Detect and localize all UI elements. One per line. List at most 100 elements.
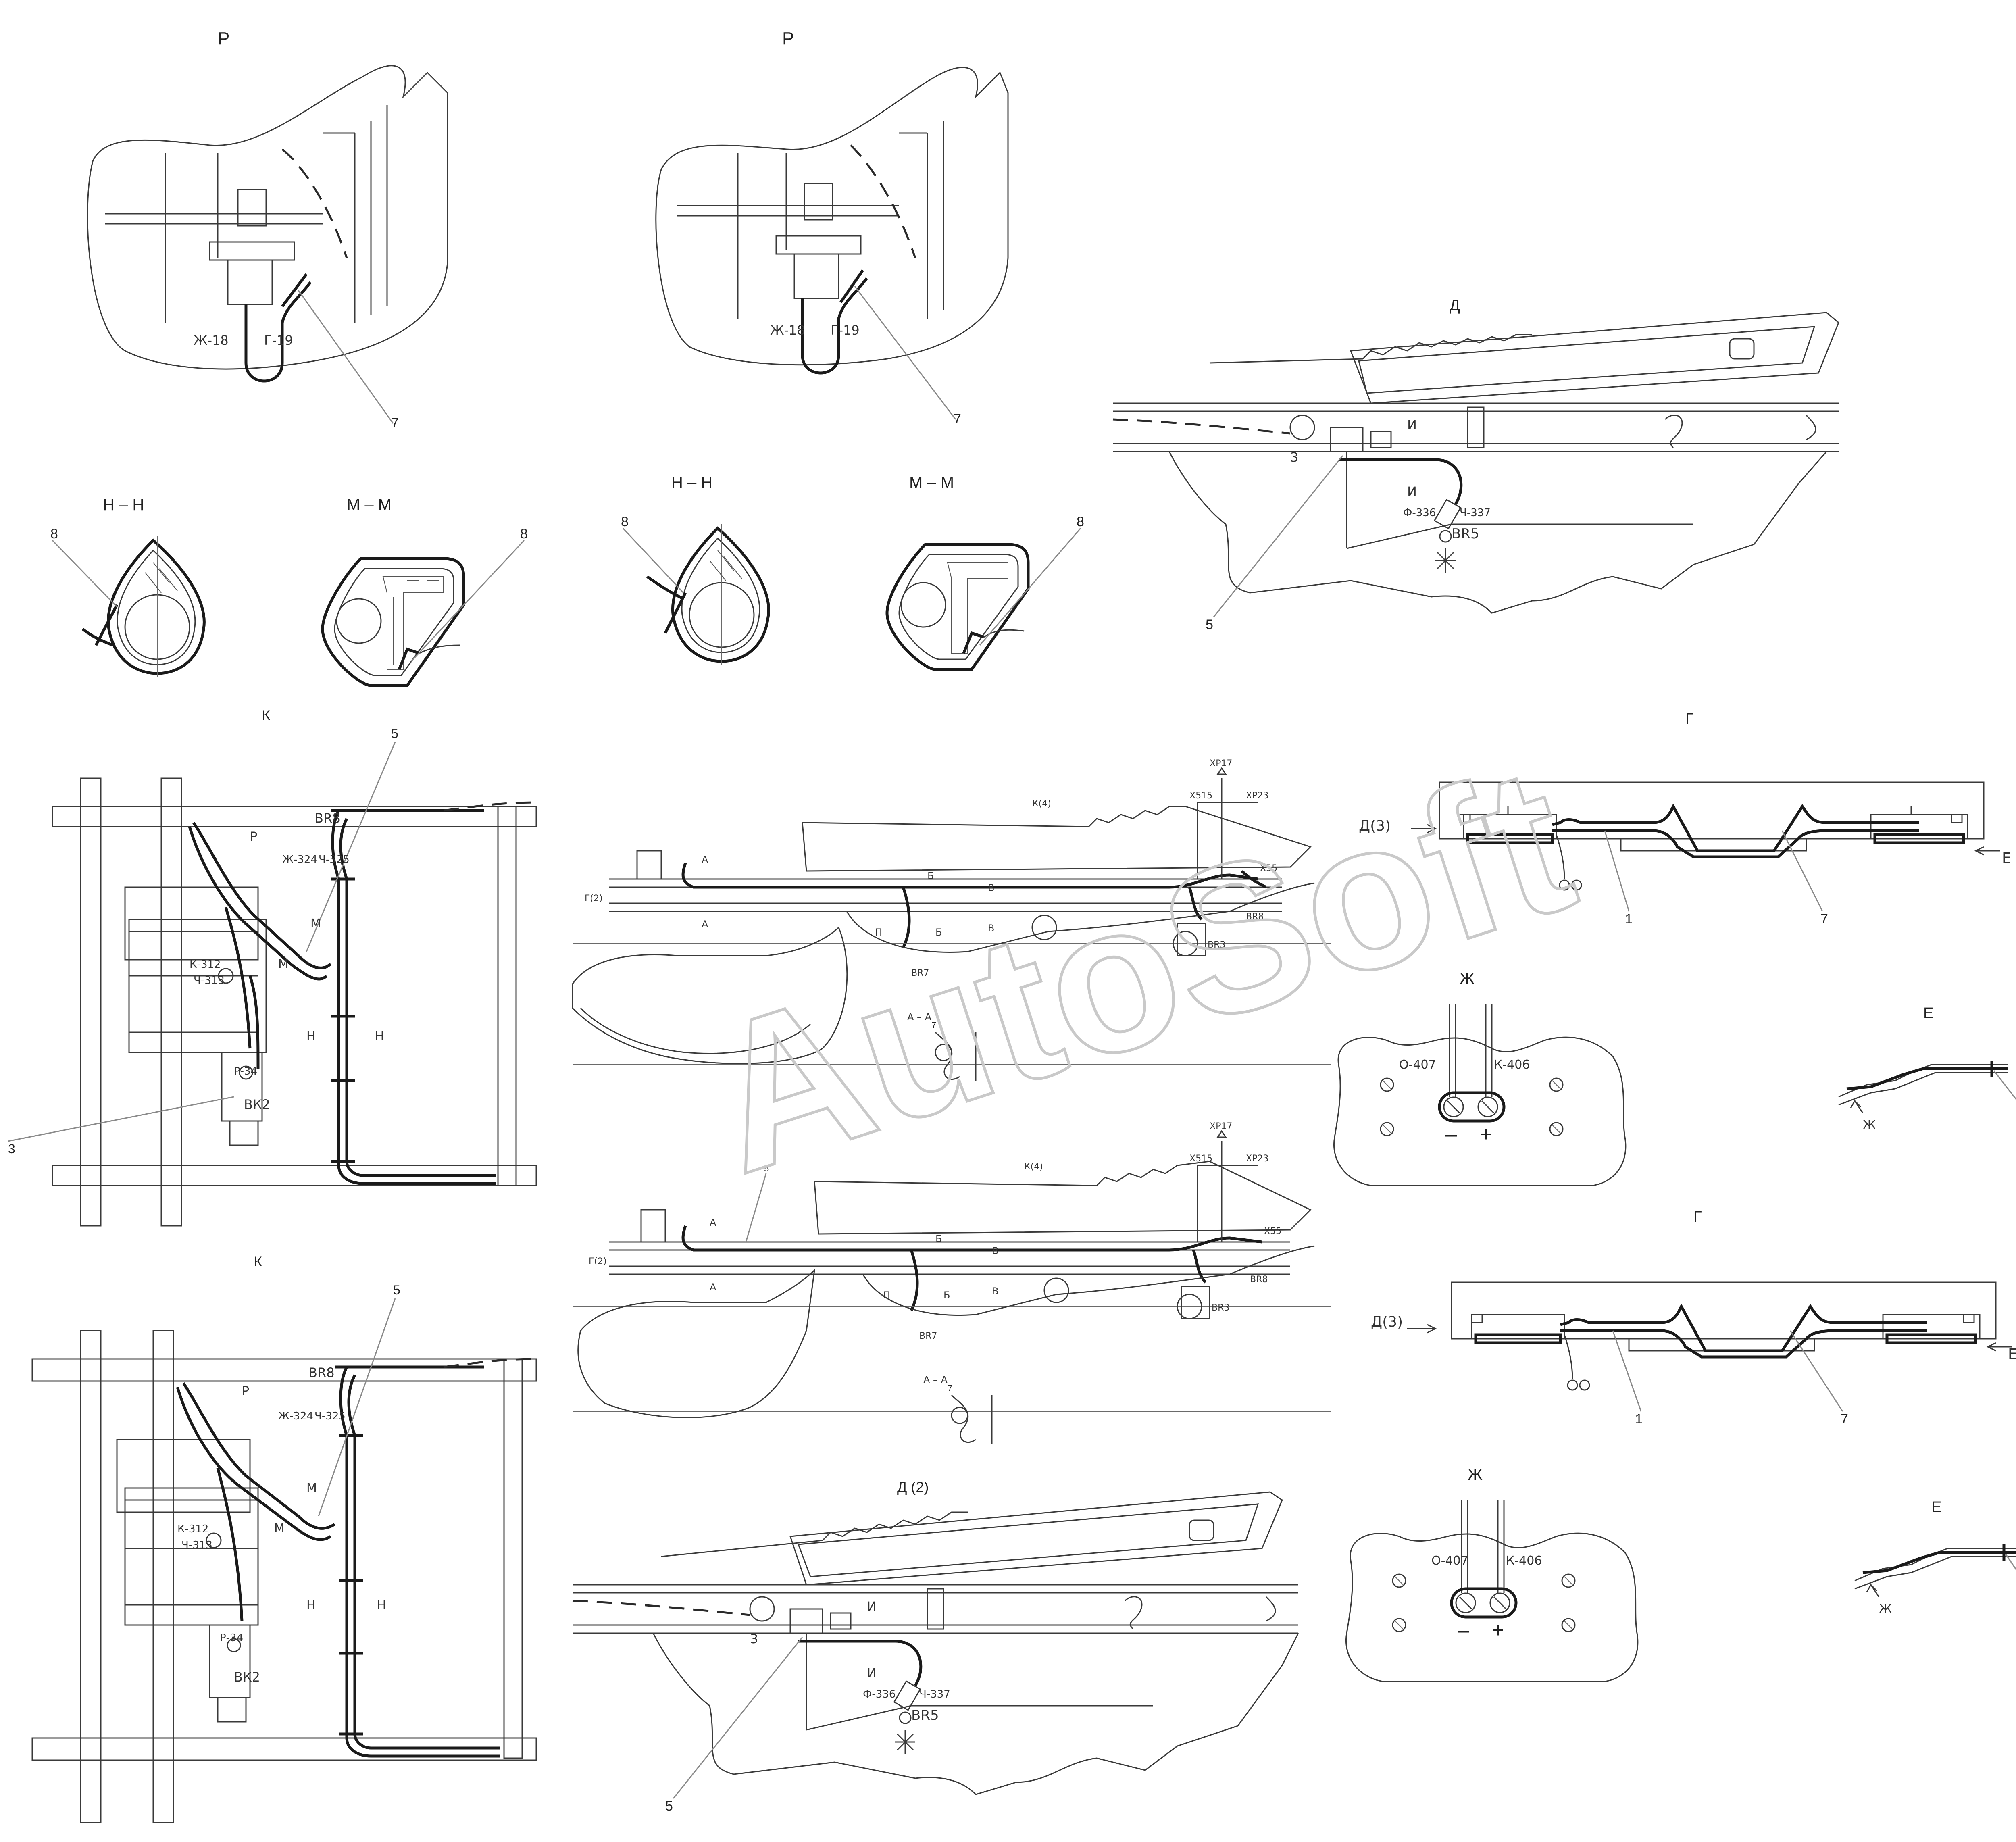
view-g-2-right-mark: Е <box>2008 1346 2016 1363</box>
view-k-1-title: К <box>262 708 270 723</box>
view-k-1-mark-m-bottom: М <box>278 957 289 971</box>
watermark-text: AutoSoft <box>682 721 1596 1217</box>
assembly-1-sensor-a: BR7 <box>911 968 929 978</box>
assembly-view-1: ХР17 Х515 ХР23 Х55 К(4) Г(2) А А Б Б В В… <box>572 758 1331 1081</box>
view-k-1-callout-top: 5 <box>391 726 398 741</box>
view-zh-1-wire-b: К-406 <box>1494 1058 1530 1072</box>
view-k-1-callout-left: 3 <box>8 1142 15 1156</box>
view-d-2-wire-b: Ч-337 <box>919 1688 950 1700</box>
assembly-2-callout-b: 7 <box>948 1383 952 1393</box>
view-p-1: Р Ж-18 Г-19 7 <box>87 29 448 431</box>
view-k-1-wire-b: Ч-325 <box>319 854 350 866</box>
assembly-2-callout-a: 5 <box>764 1163 769 1173</box>
assembly-1-callout: 7 <box>931 1020 936 1030</box>
section-nn-1: Н – Н 8 <box>50 496 206 677</box>
view-d-2-sensor: BR5 <box>911 1707 939 1723</box>
assembly-2-sec-p: П <box>883 1290 890 1301</box>
assembly-2-conn-b: ХР23 <box>1246 1154 1268 1164</box>
view-zh-2-wire-a: О-407 <box>1431 1554 1468 1568</box>
view-zh-1-title: Ж <box>1460 970 1475 988</box>
view-zh-2-title: Ж <box>1468 1466 1483 1484</box>
assembly-2-sec-b-top: Б <box>935 1233 942 1244</box>
view-k-1-switch: ВК2 <box>244 1097 270 1112</box>
view-p-2-wire-a: Ж-18 <box>770 323 805 338</box>
view-zh-2-plus: + <box>1492 1619 1504 1642</box>
view-k-1: К BR8 Р Ж-324 Ч-325 М М К-312 <box>8 708 537 1227</box>
section-mm-1-callout: 8 <box>520 526 528 542</box>
assembly-2-sensor-a: BR7 <box>919 1331 937 1341</box>
view-d-1-arrow-mark: 3 <box>1290 450 1298 465</box>
view-d-2-callout: 5 <box>665 1798 673 1814</box>
view-g-2-left-mark: Д(3) <box>1371 1314 1403 1330</box>
assembly-2-conn-top: ХР17 <box>1210 1121 1232 1131</box>
view-d-2: Д (2) И И 3 Ф-336 Ч-337 BR5 5 <box>572 1479 1299 1814</box>
section-nn-2-callout: 8 <box>621 514 629 529</box>
view-zh-1-wire-a: О-407 <box>1399 1058 1436 1072</box>
view-k-2-wire-e: Р-34 <box>220 1632 243 1644</box>
view-zh-1: Ж О-407 К-406 – + <box>1333 970 1627 1186</box>
view-k-2-mark-n-left: Н <box>306 1598 316 1612</box>
section-nn-2: Н – Н 8 <box>621 474 770 665</box>
assembly-2-sensor-b: BR3 <box>1212 1303 1229 1313</box>
assembly-1-sec-a-top: А <box>702 854 708 865</box>
assembly-1-conn-top: ХР17 <box>1210 758 1232 769</box>
assembly-1-sec-b-bottom: Б <box>935 927 942 938</box>
view-e-1-arrow-mark: Ж <box>1863 1118 1876 1132</box>
view-d-1-sec-top: И <box>1407 417 1417 433</box>
view-k-1-wire-d: Ч-313 <box>194 975 225 987</box>
assembly-2-sec-c-top: В <box>992 1245 998 1256</box>
assembly-2-sec-a-bottom: А <box>710 1281 716 1293</box>
view-d-2-wire-a: Ф-336 <box>863 1688 896 1700</box>
view-g-1-title: Г <box>1685 711 1694 727</box>
view-p-2: Р Ж-18 Г-19 7 <box>655 29 1009 427</box>
view-k-1-wire-c: К-312 <box>190 959 221 971</box>
assembly-1-sec-c-top: В <box>988 882 994 894</box>
assembly-1-sec-b-top: Б <box>927 870 934 881</box>
view-zh-1-minus: – <box>1445 1123 1457 1146</box>
assembly-2-sensor-c: BR8 <box>1250 1275 1268 1285</box>
view-k-1-mark-p: Р <box>250 830 257 844</box>
view-d-1-callout: 5 <box>1206 617 1213 632</box>
view-k-2-mark-m-top: М <box>306 1481 317 1495</box>
view-g-1-right-mark: Е <box>2002 850 2011 867</box>
assembly-2-view-k: К(4) <box>1024 1162 1043 1172</box>
assembly-1-aa: А – А <box>907 1011 932 1023</box>
assembly-1-conn-a: Х515 <box>1189 791 1212 801</box>
view-d-1-title: Д <box>1450 297 1460 314</box>
assembly-1-sec-c-bottom: В <box>988 923 994 934</box>
view-zh-2-minus: – <box>1458 1619 1469 1642</box>
view-k-2-wire-b: Ч-325 <box>314 1410 346 1422</box>
assembly-2-conn-a: Х515 <box>1189 1154 1212 1164</box>
view-k-2-mark-p: Р <box>242 1384 249 1398</box>
assembly-2-sec-a-top: А <box>710 1217 716 1228</box>
view-d-2-title: Д (2) <box>897 1479 929 1495</box>
view-k-2-callout-top: 5 <box>393 1283 400 1297</box>
assembly-1-conn-c: Х55 <box>1260 863 1277 873</box>
assembly-1-conn-b: ХР23 <box>1246 791 1268 801</box>
view-p-2-callout: 7 <box>954 411 961 427</box>
view-d-2-arrow-mark: 3 <box>750 1631 758 1646</box>
assembly-view-2: ХР17 Х515 ХР23 Х55 К(4) Г(2) А А Б Б В В… <box>573 1121 1331 1444</box>
view-g-1-callout-a: 1 <box>1625 911 1633 927</box>
view-k-2-switch: ВК2 <box>234 1669 260 1685</box>
view-g-1-left-mark: Д(3) <box>1359 818 1391 834</box>
view-k-2-mark-m-bottom: М <box>274 1521 285 1536</box>
view-p-2-wire-b: Г-19 <box>831 323 860 338</box>
view-k-1-sensor-top: BR8 <box>314 811 341 826</box>
view-g-2-callout-a: 1 <box>1635 1411 1643 1427</box>
assembly-2-aa: А – А <box>923 1374 948 1386</box>
view-p-1-wire-b: Г-19 <box>264 333 293 348</box>
view-zh-2: Ж О-407 К-406 – + <box>1345 1466 1639 1682</box>
view-zh-1-plus: + <box>1480 1123 1492 1146</box>
view-k-1-mark-m-top: М <box>310 917 321 931</box>
assembly-1-sec-p: П <box>875 927 882 938</box>
view-k-2-wire-c: К-312 <box>177 1523 208 1535</box>
view-d-1-sec-bottom: И <box>1407 484 1417 499</box>
view-k-2-title: К <box>254 1254 262 1269</box>
view-g-2: Г Д(3) Е 1 7 <box>1371 1209 2016 1427</box>
view-e-2: Е Ж 7 <box>1854 1499 2016 1616</box>
view-e-2-arrow-mark: Ж <box>1879 1602 1892 1616</box>
view-g-2-callout-b: 7 <box>1841 1411 1848 1427</box>
assembly-1-sensor-c: BR8 <box>1246 912 1264 922</box>
view-e-1-title: Е <box>1923 1005 1933 1022</box>
